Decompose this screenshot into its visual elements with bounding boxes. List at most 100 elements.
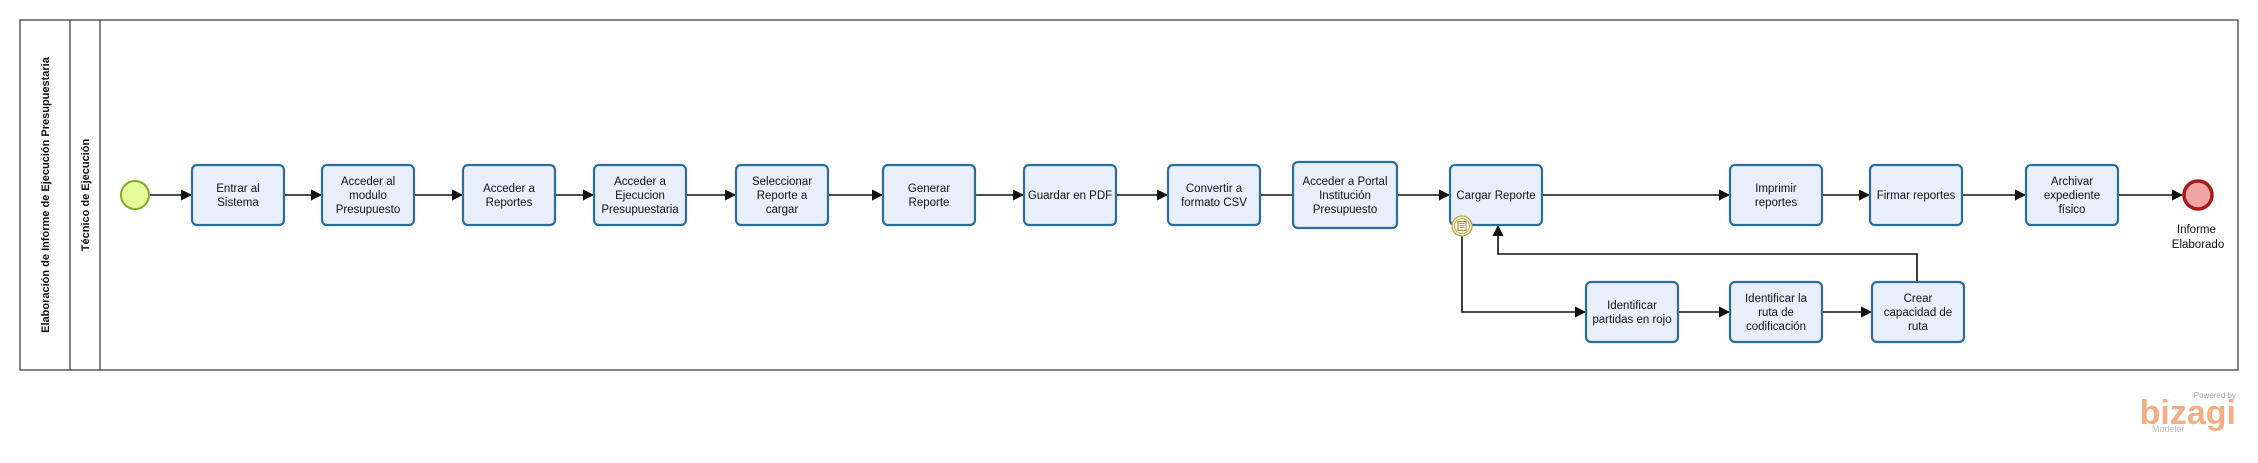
task-archivar-expediente[interactable]: Archivar expediente físico [2024,163,2120,227]
task-label-line: Sistema [217,197,259,209]
task-label: Cargar Reporte [1456,190,1535,202]
task-label: Convertir a formato CSV [1181,183,1247,209]
task-box[interactable] [1291,160,1399,230]
task-box[interactable] [592,163,688,227]
lane-title: Técnico de Ejecución [80,138,92,251]
task-label-line: Acceder a [483,183,535,195]
task-identificar-partidas[interactable]: Identificar partidas en rojo [1584,280,1680,344]
conditional-boundary-event-icon[interactable] [1451,215,1473,237]
task-label-line: Acceder a [614,176,666,188]
task-box[interactable] [1728,163,1824,227]
task-label-line: ruta de [1758,307,1794,319]
task-label-line: Acceder a Portal [1302,176,1387,188]
task-label-line: Convertir a [1186,183,1243,195]
task-label-line: partidas en rojo [1592,314,1671,326]
task-box[interactable] [1584,280,1680,344]
task-label-line: Reporte [909,197,950,209]
task-label-line: Cargar Reporte [1456,190,1535,202]
task-label: Imprimir reportes [1755,183,1797,209]
task-box[interactable] [320,163,416,227]
task-label-line: Presupuesto [1313,204,1378,216]
watermark-brand: bizagi [2140,394,2236,432]
task-label-line: reportes [1755,197,1797,209]
task-label-line: codificación [1746,321,1806,333]
start-event[interactable] [120,180,150,210]
task-convertir-formato-csv[interactable]: Convertir a formato CSV [1166,163,1262,227]
task-label-line: formato CSV [1181,197,1247,209]
task-firmar-reportes[interactable]: Firmar reportes [1868,163,1964,227]
end-event-label-line: Informe [2177,224,2216,236]
end-event-label: Informe Elaborado [2172,224,2224,251]
task-crear-capacidad-ruta[interactable]: Crear capacidad de ruta [1870,280,1966,344]
task-label-line: Firmar reportes [1877,190,1956,202]
task-label-line: Imprimir [1755,183,1797,195]
task-acceder-reportes[interactable]: Acceder a Reportes [461,163,557,227]
end-event[interactable] [2182,179,2214,211]
task-label-line: Identificar la [1745,293,1808,305]
task-guardar-en-pdf[interactable]: Guardar en PDF [1022,163,1118,227]
task-box[interactable] [1166,163,1262,227]
flow[interactable] [1492,224,1918,282]
task-box[interactable] [1868,163,1964,227]
task-label-line: cargar [766,204,799,216]
task-cargar-reporte[interactable]: Cargar Reporte [1448,163,1544,227]
task-box[interactable] [461,163,557,227]
task-box[interactable] [1728,280,1824,344]
task-label-line: Generar [908,183,950,195]
task-label-line: Acceder al [341,176,395,188]
watermark-product: Modeler [2152,424,2185,434]
task-box[interactable] [1448,163,1544,227]
task-label-line: Entrar al [216,183,259,195]
task-label: Firmar reportes [1877,190,1956,202]
task-label: Crear capacidad de ruta [1884,293,1952,333]
flow[interactable] [1461,236,1587,318]
task-box[interactable] [1870,280,1966,344]
task-label-line: Presupuestaria [601,204,679,216]
task-box[interactable] [734,163,830,227]
task-label-line: Crear [1904,293,1933,305]
task-label: Guardar en PDF [1028,190,1112,202]
task-identificar-ruta[interactable]: Identificar la ruta de codificación [1728,280,1824,344]
task-label-line: físico [2059,204,2086,216]
task-box[interactable] [881,163,977,227]
task-label-line: modulo [349,190,387,202]
task-label-line: Identificar [1607,300,1657,312]
task-label-line: Reportes [486,197,533,209]
task-label-line: capacidad de [1884,307,1952,319]
sequence-flows [150,189,2184,318]
task-label-line: Archivar [2051,176,2093,188]
task-label: Acceder a Reportes [483,183,535,209]
task-box[interactable] [1022,163,1118,227]
task-label: Identificar la ruta de codificación [1745,293,1808,333]
task-label-line: Guardar en PDF [1028,190,1112,202]
task-label-line: Reporte a [757,190,808,202]
task-label-line: expediente [2044,190,2100,202]
watermark-powered-by: Powered by [2194,391,2236,400]
task-label: Entrar al Sistema [216,183,259,209]
task-label-line: Seleccionar [752,176,812,188]
task-label-line: Presupuesto [336,204,401,216]
pool-title: Elaboración de Informe de Ejecución Pres… [40,56,52,333]
task-box[interactable] [2024,163,2120,227]
task-label-line: Ejecucion [615,190,665,202]
task-label: Identificar partidas en rojo [1592,300,1671,326]
task-label-line: ruta [1908,321,1928,333]
task-imprimir-reportes[interactable]: Imprimir reportes [1728,163,1824,227]
bizagi-watermark: Powered by bizagi Modeler [2140,391,2236,434]
task-entrar-al-sistema[interactable]: Entrar al Sistema [190,163,286,227]
task-label-line: Institución [1319,190,1371,202]
task-box[interactable] [190,163,286,227]
task-label: Archivar expediente físico [2044,176,2100,216]
